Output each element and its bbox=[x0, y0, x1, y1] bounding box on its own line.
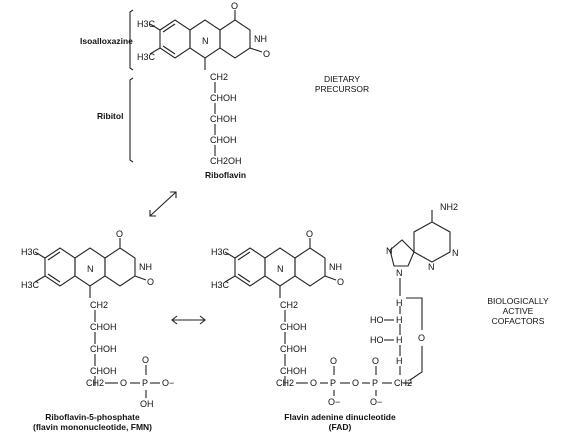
ch2-label: CH2 bbox=[86, 378, 104, 388]
riboflavin-label: Riboflavin bbox=[205, 170, 247, 180]
conversion-arrow-diagonal bbox=[149, 191, 177, 217]
oxygen-label: O bbox=[418, 333, 425, 343]
methyl-label: H3C bbox=[21, 247, 40, 257]
oxygen-label: O bbox=[372, 356, 379, 366]
oxygen-label: O bbox=[147, 277, 154, 287]
benzene-ring bbox=[44, 247, 76, 287]
ho-label: HO bbox=[370, 335, 384, 345]
choh-label: CHOH bbox=[280, 344, 307, 354]
fmn-caption: Riboflavin-5-phosphate (flavin mononucle… bbox=[33, 412, 152, 432]
dietary-precursor-label: DIETARY PRECURSOR bbox=[314, 74, 370, 94]
methyl-label: H3C bbox=[211, 280, 230, 290]
h-label: H bbox=[396, 315, 403, 325]
nitrogen-label: N bbox=[428, 262, 435, 272]
benzene-ring bbox=[234, 247, 266, 287]
oxygen-label: O bbox=[142, 355, 149, 365]
h-label: H bbox=[396, 298, 403, 308]
methyl-label: H3C bbox=[21, 280, 40, 290]
ch2-label: CH2 bbox=[90, 300, 108, 310]
nh-label: NH bbox=[254, 34, 267, 44]
h-label: H bbox=[396, 356, 403, 366]
phosphorus-label: P bbox=[372, 378, 378, 388]
conversion-arrow-horizontal bbox=[171, 315, 206, 325]
choh-label: CHOH bbox=[210, 135, 237, 145]
ch2-label: CH2 bbox=[280, 300, 298, 310]
oxygen-label: O bbox=[330, 356, 337, 366]
ch2-label: CH2 bbox=[394, 378, 412, 388]
phosphorus-label: P bbox=[330, 378, 336, 388]
phosphorus-label: P bbox=[142, 378, 148, 388]
nitrogen-label: N bbox=[386, 246, 393, 256]
o-minus-label: O− bbox=[370, 397, 382, 407]
oxygen-label: O bbox=[352, 378, 359, 388]
ch2-label: CH2 bbox=[276, 378, 294, 388]
fad-structure: H3C H3C O NH O N CH2 CHOH CHOH CHOH CH2 … bbox=[211, 202, 459, 407]
oxygen-label: O bbox=[116, 229, 123, 239]
isoalloxazine-label: Isoalloxazine bbox=[80, 36, 133, 46]
oxygen-label: O bbox=[337, 277, 344, 287]
choh-label: CHOH bbox=[280, 322, 307, 332]
oxygen-label: O bbox=[263, 49, 270, 59]
choh-label: CHOH bbox=[90, 366, 117, 376]
nh-label: NH bbox=[139, 262, 152, 272]
oxygen-label: O bbox=[120, 378, 127, 388]
ho-label: HO bbox=[370, 315, 384, 325]
benzene-ring bbox=[159, 19, 191, 59]
ribitol-bracket bbox=[129, 77, 134, 163]
nitrogen-label: N bbox=[396, 268, 403, 278]
choh-label: CHOH bbox=[90, 344, 117, 354]
ch2-label: CH2 bbox=[210, 72, 228, 82]
methyl-label: H3C bbox=[137, 19, 156, 29]
methyl-label: H3C bbox=[137, 52, 156, 62]
isoalloxazine-bracket bbox=[129, 9, 134, 71]
nh-label: NH bbox=[329, 262, 342, 272]
nitrogen-label: N bbox=[87, 264, 94, 274]
ch2oh-label: CH2OH bbox=[210, 156, 242, 166]
pyrimidine-ring bbox=[413, 221, 451, 263]
biologically-active-label: BIOLOGICALLY ACTIVE COFACTORS bbox=[487, 296, 549, 326]
nitrogen-label: N bbox=[452, 248, 459, 258]
choh-label: CHOH bbox=[210, 114, 237, 124]
choh-label: CHOH bbox=[210, 93, 237, 103]
nh2-label: NH2 bbox=[440, 202, 458, 212]
pyrimidine-ring bbox=[219, 19, 251, 59]
fad-caption: Flavin adenine dinucleotide (FAD) bbox=[284, 412, 396, 432]
nitrogen-label: N bbox=[202, 36, 209, 46]
oxygen-label: O bbox=[310, 378, 317, 388]
o-minus-label: O− bbox=[328, 397, 340, 407]
ribitol-label: Ribitol bbox=[97, 111, 124, 121]
h-label: H bbox=[396, 335, 403, 345]
choh-label: CHOH bbox=[280, 366, 307, 376]
o-minus-label: O− bbox=[162, 378, 174, 388]
nitrogen-label: N bbox=[277, 264, 284, 274]
riboflavin-structure: H3C H3C O NH O N CH2 CHOH CHOH CHOH CH2O… bbox=[137, 1, 270, 166]
oxygen-label: O bbox=[306, 229, 313, 239]
oh-label: OH bbox=[140, 399, 154, 409]
pyrimidine-ring bbox=[294, 247, 326, 287]
pyrimidine-ring bbox=[104, 247, 136, 287]
choh-label: CHOH bbox=[90, 322, 117, 332]
fmn-structure: H3C H3C O NH O N CH2 CHOH CHOH CHOH CH2 … bbox=[21, 229, 174, 409]
imidazole-ring bbox=[389, 239, 415, 267]
oxygen-label: O bbox=[231, 1, 238, 11]
methyl-label: H3C bbox=[211, 247, 230, 257]
